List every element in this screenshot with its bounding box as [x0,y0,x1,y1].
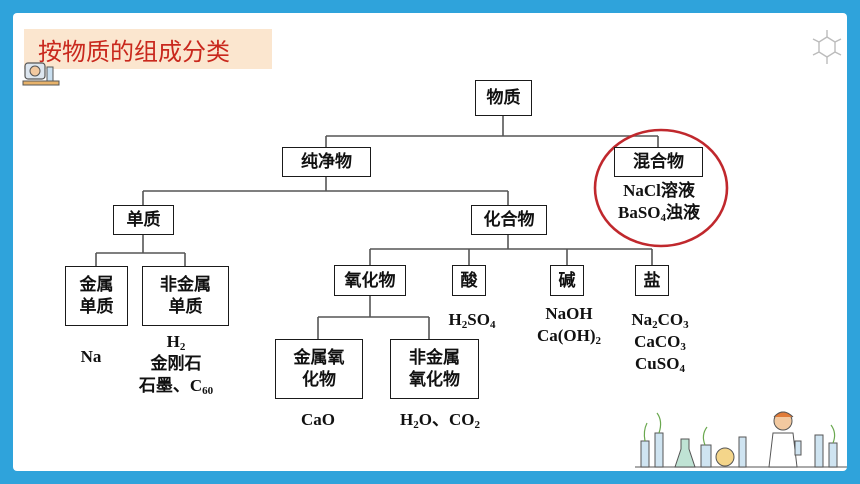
page-title: 按物质的组成分类 [38,38,230,66]
mixture-highlight-circle [593,128,729,248]
slide-canvas: 按物质的组成分类 [13,13,847,471]
examples-nonmetal-oxide: H2O、CO2 [385,409,495,431]
example-line: Ca(OH)2 [536,326,602,347]
title-banner: 按物质的组成分类 [24,29,272,69]
example-line: H2 [166,332,186,353]
node-salt: 盐 [635,265,669,296]
node-oxide: 氧化物 [334,265,406,296]
node-element: 单质 [113,205,174,235]
example-line: Na [80,347,102,366]
lab-equipment-icon [22,62,60,86]
examples-base: NaOH Ca(OH)2 [523,303,615,347]
examples-mixture: NaCl溶液 BaSO4浊液 [598,180,720,224]
example-line: CaO [301,410,335,429]
node-metal-element: 金属单质 [65,266,128,326]
examples-acid: H2SO4 [427,309,517,331]
molecule-icon [812,30,842,64]
example-line: NaCl溶液 [623,181,695,200]
example-line: 金刚石 [150,354,202,373]
node-matter: 物质 [475,80,532,116]
scientist-lab-illustration [635,411,847,468]
example-line: H2O、CO2 [400,410,480,431]
examples-metal-element: Na [65,346,117,368]
example-line: 石墨、C60 [138,376,214,397]
example-line: CuSO4 [635,354,685,375]
node-acid: 酸 [452,265,486,296]
example-line: Na2CO3 [631,310,689,331]
node-pure-substance: 纯净物 [282,147,371,177]
node-base: 碱 [550,265,584,296]
example-line: BaSO4浊液 [617,203,701,224]
example-line: CaCO3 [634,332,686,353]
node-nonmetal-oxide: 非金属氧化物 [390,339,479,399]
example-line: NaOH [545,304,593,323]
example-line: H2SO4 [448,310,496,331]
node-mixture: 混合物 [614,147,703,177]
node-nonmetal-element: 非金属单质 [142,266,229,326]
examples-metal-oxide: CaO [285,409,351,431]
node-compound: 化合物 [471,205,547,235]
node-metal-oxide: 金属氧化物 [275,339,363,399]
tree-connectors [95,116,729,339]
